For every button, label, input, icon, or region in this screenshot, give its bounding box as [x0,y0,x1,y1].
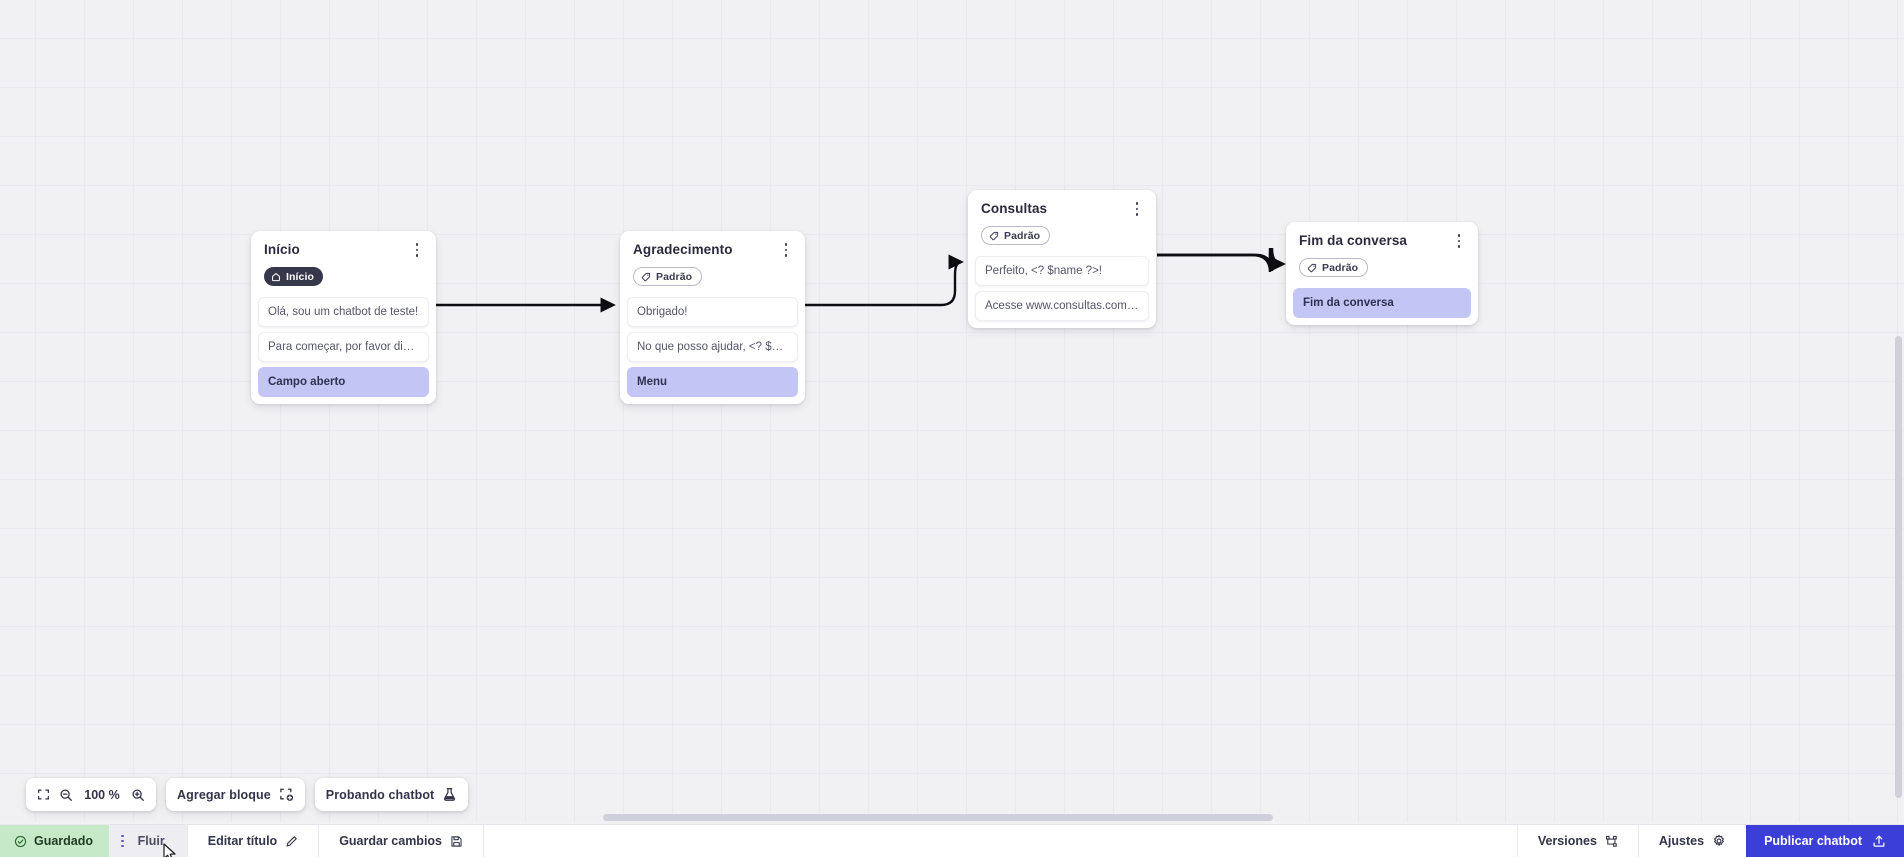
node-badge-label: Padrão [656,270,693,283]
node-menu-button[interactable] [409,240,425,260]
node-badge-label: Início [286,270,315,283]
flow-node-consultas[interactable]: Consultas Padrão Perfeito, [968,190,1156,328]
zoom-out-icon[interactable] [59,788,73,802]
node-badge-default[interactable]: Padrão [1299,258,1369,277]
edit-title-button[interactable]: Editar título [188,825,320,857]
tag-icon [641,272,651,282]
node-rows: Fim da conversa [1286,287,1478,325]
test-chatbot-button[interactable]: Probando chatbot [326,787,458,802]
canvas-toolbar: 100 % Agregar bloque [26,778,469,811]
node-row-message[interactable]: Obrigado! [627,296,798,327]
save-changes-label: Guardar cambios [339,834,443,848]
node-header: Início Início [251,231,436,297]
node-rows: Perfeito, <? $name ?>! Acesse www.consul… [968,255,1156,328]
node-rows: Olá, sou um chatbot de teste! Para começ… [251,296,436,404]
zoom-controls-group: 100 % [26,778,156,811]
settings-label: Ajustes [1658,834,1705,848]
flow-node-agradecimento[interactable]: Agradecimento Padrão Obriga [620,231,805,404]
horizontal-scrollbar[interactable] [603,814,1273,821]
add-block-group[interactable]: Agregar bloque [166,778,305,811]
upload-icon [1872,834,1886,848]
flask-icon [442,787,457,802]
node-badge-row: Padrão [633,267,792,287]
node-title: Agradecimento [633,242,733,257]
node-badge-label: Padrão [1322,261,1359,274]
add-block-icon [279,787,294,802]
node-rows: Obrigado! No que posso ajudar, <? $name … [620,296,805,404]
edge-consultas-fim [1157,247,1278,270]
edge-agradecimento-consultas [803,254,964,307]
status-bar: Guardado Fluir Editar título Guardar cam… [0,824,1904,857]
node-header: Fim da conversa Padrão [1286,222,1478,288]
flow-node-inicio[interactable]: Início Início Olá, sou um chatbot de tes… [251,231,436,404]
saved-status-badge: Guardado [0,825,110,857]
pencil-icon [285,835,298,848]
node-badge-default[interactable]: Padrão [981,226,1051,245]
statusbar-spacer [484,825,1517,857]
save-changes-button[interactable]: Guardar cambios [319,825,485,857]
test-chatbot-group[interactable]: Probando chatbot [314,778,469,811]
zoom-level: 100 % [84,787,120,802]
node-badge-row: Início [264,267,423,287]
node-menu-button[interactable] [778,240,794,260]
tab-flow[interactable]: Fluir [109,825,188,857]
test-chatbot-label: Probando chatbot [325,787,435,802]
vertical-scrollbar[interactable] [1895,336,1902,798]
edge-consultas-fim-2 [1157,247,1282,272]
check-circle-icon [14,835,27,848]
node-badge-row: Padrão [981,226,1143,246]
node-row-message[interactable]: Para começar, por favor digite o ... [258,331,429,362]
node-row-message[interactable]: Acesse www.consultas.com par... [975,290,1149,321]
settings-button[interactable]: Ajustes [1637,825,1746,857]
tag-icon [1307,263,1317,273]
node-row-message[interactable]: No que posso ajudar, <? $name ... [627,331,798,362]
flow-canvas[interactable]: Início Início Olá, sou um chatbot de tes… [0,0,1904,822]
versions-button[interactable]: Versiones [1516,825,1638,857]
node-badge-label: Padrão [1004,229,1041,242]
gear-icon [1712,834,1726,848]
add-block-button[interactable]: Agregar bloque [177,787,294,802]
edit-title-label: Editar título [207,834,278,848]
publish-chatbot-button[interactable]: Publicar chatbot [1746,825,1904,857]
zoom-in-icon[interactable] [131,788,145,802]
node-row-action[interactable]: Campo aberto [258,366,429,397]
flow-edges [435,247,1286,313]
node-badge-start[interactable]: Início [264,267,324,286]
node-menu-button[interactable] [1129,199,1145,219]
node-row-action[interactable]: Fim da conversa [1293,287,1471,318]
node-menu-button[interactable] [1451,231,1467,251]
node-badge-row: Padrão [1299,258,1465,278]
branch-icon [1605,835,1618,848]
fit-screen-icon[interactable] [37,788,50,801]
node-row-message[interactable]: Perfeito, <? $name ?>! [975,255,1149,286]
node-header: Agradecimento Padrão [620,231,805,297]
node-row-message[interactable]: Olá, sou um chatbot de teste! [258,296,429,327]
publish-chatbot-label: Publicar chatbot [1764,834,1862,848]
node-title: Consultas [981,201,1048,216]
save-disk-icon [450,835,463,848]
saved-status-label: Guardado [34,834,94,848]
dots-vertical-icon[interactable] [121,834,124,848]
node-title: Fim da conversa [1299,233,1408,248]
node-header: Consultas Padrão [968,190,1156,256]
tab-flow-label: Fluir [137,834,165,848]
home-icon [271,272,281,282]
statusbar-right: Versiones Ajustes [1516,825,1904,857]
add-block-label: Agregar bloque [177,787,271,802]
node-title: Início [264,242,300,257]
flow-node-fim-da-conversa[interactable]: Fim da conversa Padrão Fim [1286,222,1478,325]
edge-consultas-fim-curve [1157,251,1286,273]
node-badge-default[interactable]: Padrão [633,267,703,286]
versions-label: Versiones [1537,834,1597,848]
node-row-action[interactable]: Menu [627,366,798,397]
tag-icon [989,231,999,241]
